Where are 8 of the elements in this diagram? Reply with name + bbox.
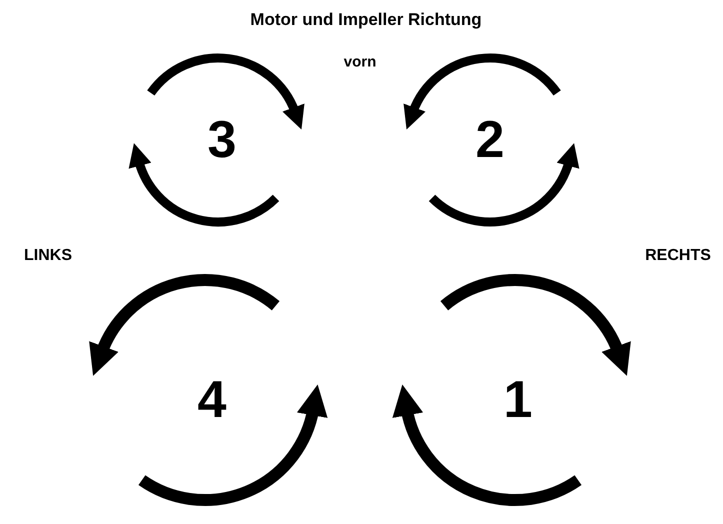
side-label: RECHTS — [645, 247, 711, 265]
side-label: LINKS — [24, 247, 72, 265]
direction-label: vorn — [344, 54, 376, 70]
motor-number: 2 — [476, 110, 504, 170]
motor-number: 1 — [504, 370, 532, 430]
motor-number: 4 — [198, 370, 226, 430]
motor-number: 3 — [208, 110, 236, 170]
title: Motor und Impeller Richtung — [250, 10, 482, 30]
